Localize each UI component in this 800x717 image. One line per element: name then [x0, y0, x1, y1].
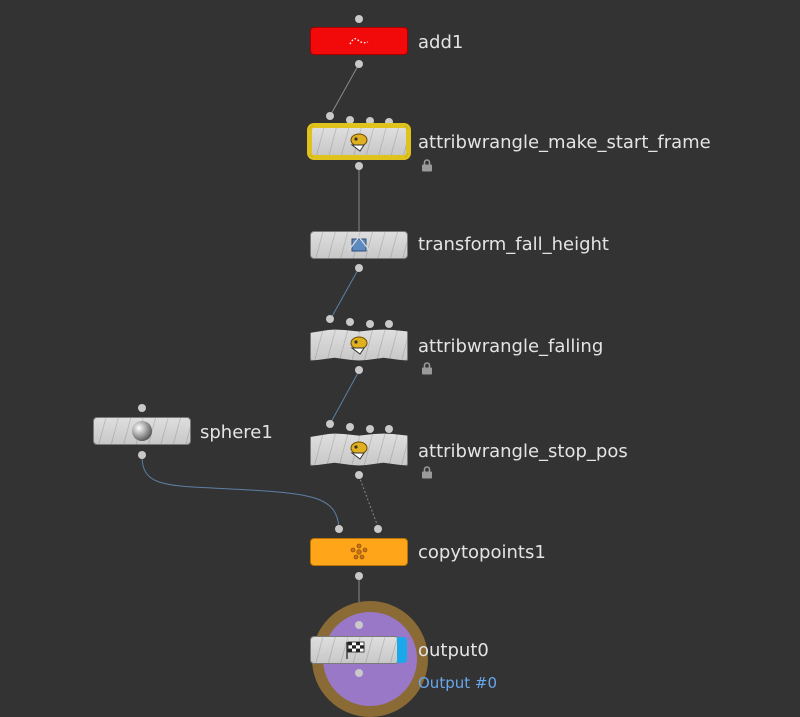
- falling-input-port-2[interactable]: [346, 318, 354, 326]
- node-output0[interactable]: [310, 636, 399, 664]
- make-start-frame-output-port[interactable]: [355, 162, 363, 170]
- falling-input-port-3[interactable]: [366, 320, 374, 328]
- falling-input-port-1[interactable]: [326, 315, 334, 323]
- wrangle-icon: [346, 131, 372, 153]
- node-label-attribwrangle-stop-pos: attribwrangle_stop_pos: [418, 441, 628, 462]
- node-attribwrangle-stop-pos[interactable]: [310, 433, 408, 466]
- node-attribwrangle-make-start-frame[interactable]: [310, 126, 408, 157]
- node-label-add1: add1: [418, 32, 464, 53]
- wrangle-icon: [346, 439, 372, 461]
- copytopoints-input-port-1[interactable]: [335, 525, 343, 533]
- wire-add1-to-make-start-frame[interactable]: [329, 63, 360, 117]
- add-sop-icon: [348, 34, 370, 48]
- make-start-frame-input-port-2[interactable]: [346, 116, 354, 124]
- transform-output-port[interactable]: [355, 264, 363, 272]
- output0-input-port[interactable]: [355, 621, 363, 629]
- wire-stop-pos-to-copytopoints[interactable]: [358, 475, 379, 528]
- falling-input-port-4[interactable]: [385, 320, 393, 328]
- lock-icon: [422, 159, 432, 172]
- stop-pos-input-port-3[interactable]: [366, 425, 374, 433]
- node-label-transform-fall-height: transform_fall_height: [418, 234, 609, 255]
- add1-output-port[interactable]: [355, 60, 363, 68]
- node-label-copytopoints1: copytopoints1: [418, 542, 546, 563]
- copytopoints-output-port[interactable]: [355, 572, 363, 580]
- wire-sphere-to-copytopoints[interactable]: [141, 455, 340, 528]
- node-label-attribwrangle-falling: attribwrangle_falling: [418, 336, 604, 357]
- add1-input-port[interactable]: [355, 15, 363, 23]
- transform-icon: [347, 236, 371, 254]
- output0-output-port[interactable]: [355, 669, 363, 677]
- lock-icon: [422, 466, 432, 479]
- node-label-attribwrangle-make-start-frame: attribwrangle_make_start_frame: [418, 132, 711, 153]
- node-attribwrangle-falling[interactable]: [310, 329, 408, 361]
- wire-transform-to-falling[interactable]: [329, 267, 360, 321]
- make-start-frame-input-port-1[interactable]: [326, 112, 334, 120]
- copytopoints-input-port-2[interactable]: [374, 525, 382, 533]
- node-label-output0: output0: [418, 640, 489, 661]
- node-copytopoints1[interactable]: [310, 538, 408, 566]
- stop-pos-output-port[interactable]: [355, 471, 363, 479]
- display-flag[interactable]: [397, 637, 407, 663]
- node-sphere1[interactable]: [93, 417, 191, 445]
- make-start-frame-input-port-4[interactable]: [385, 118, 393, 126]
- stop-pos-input-port-4[interactable]: [385, 425, 393, 433]
- checkered-flag-icon: [343, 640, 367, 660]
- make-start-frame-input-port-3[interactable]: [366, 117, 374, 125]
- wire-falling-to-stop-pos[interactable]: [329, 370, 360, 425]
- falling-output-port[interactable]: [355, 366, 363, 374]
- copy-to-points-icon: [348, 542, 370, 562]
- lock-icon: [422, 362, 432, 375]
- node-transform-fall-height[interactable]: [310, 231, 408, 259]
- node-sublabel-output0: Output #0: [418, 674, 497, 692]
- wrangle-icon: [346, 334, 372, 356]
- sphere1-output-port[interactable]: [138, 451, 146, 459]
- stop-pos-input-port-2[interactable]: [346, 423, 354, 431]
- sphere-icon: [131, 420, 153, 442]
- stop-pos-input-port-1[interactable]: [326, 420, 334, 428]
- node-add1[interactable]: [310, 27, 408, 55]
- sphere1-input-port[interactable]: [138, 404, 146, 412]
- node-label-sphere1: sphere1: [200, 422, 273, 443]
